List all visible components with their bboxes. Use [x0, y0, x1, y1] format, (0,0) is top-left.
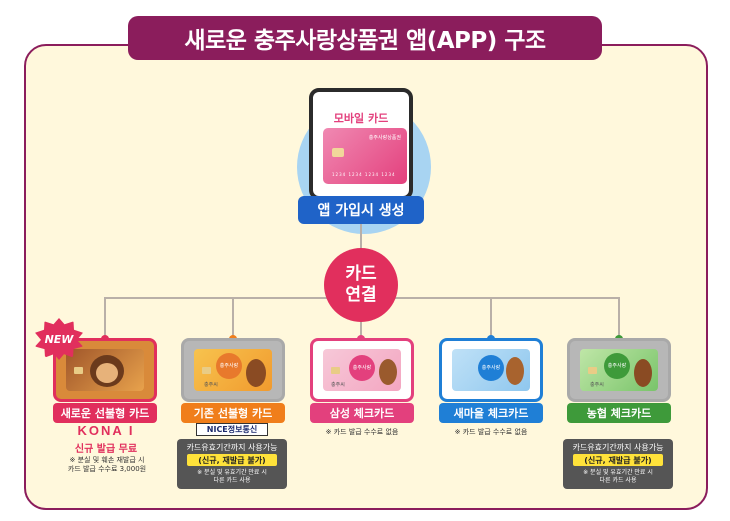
card-image-existing-prepaid: 충주사랑 충주씨	[181, 338, 285, 402]
card-badge-text: 충주사랑	[352, 365, 372, 371]
card-image-samsung: 충주사랑 충주씨	[310, 338, 414, 402]
app-signup-label: 앱 가입시 생성	[298, 196, 424, 224]
mobile-card-name: 충주사랑상품권	[368, 135, 401, 141]
character-face-icon	[96, 363, 118, 383]
samsung-note: ※ 카드 발급 수수료 없음	[325, 428, 399, 436]
connector-mid	[360, 320, 362, 338]
restriction-tag: (신규, 재발급 불가)	[187, 454, 277, 466]
existing-prepaid-notice: 카드유효기간까지 사용가능 (신규, 재발급 불가) ※ 분실 및 유효기간 만…	[177, 439, 287, 489]
free-issue-text: 신규 발급 무료	[74, 444, 138, 455]
note-line: 카드 발급 수수료 3,000원	[67, 465, 147, 473]
connector-drop-1	[104, 297, 106, 339]
nh-notice: 카드유효기간까지 사용가능 (신규, 재발급 불가) ※ 분실 및 유효기간 만…	[563, 439, 673, 489]
restriction-tag: (신규, 재발급 불가)	[573, 454, 663, 466]
saemaeul-card-art: 충주사랑	[452, 349, 530, 391]
note-line: ※ 분실 및 유효기간 만료 시	[197, 469, 267, 476]
character-icon	[246, 359, 266, 387]
card-image-nh: 충주사랑 충주씨	[567, 338, 671, 402]
kona-logo: KONA I	[77, 423, 135, 438]
card-badge: 충주사랑	[478, 355, 504, 381]
connector-drop-2	[232, 297, 234, 339]
note-line: ※ 분실 및 유효기간 만료 시	[583, 469, 653, 476]
connect-line1: 카드	[345, 264, 377, 284]
existing-prepaid-card-art: 충주사랑 충주씨	[194, 349, 272, 391]
connector-drop-5	[618, 297, 620, 339]
new-badge-text: NEW	[44, 332, 74, 346]
card-connect-node: 카드 연결	[324, 248, 398, 322]
validity-text: 카드유효기간까지 사용가능	[572, 443, 664, 452]
character-icon	[506, 357, 524, 385]
connect-line2: 연결	[345, 285, 377, 305]
card-badge: 충주사랑	[216, 353, 242, 379]
card-chip-icon	[588, 367, 597, 374]
card-brand-text: 충주씨	[204, 382, 218, 388]
card-badge: 충주사랑	[604, 353, 630, 379]
mobile-card-image: 충주사랑상품권 1234 1234 1234 1234	[323, 128, 407, 184]
character-icon	[634, 359, 652, 387]
nice-logo: NICE정보통신	[196, 423, 268, 436]
card-chip-icon	[74, 367, 83, 374]
connector-top	[360, 224, 362, 250]
label-existing-prepaid: 기존 선불형 카드	[181, 403, 285, 423]
title-banner: 새로운 충주사랑상품권 앱(APP) 구조	[128, 16, 602, 60]
card-badge-text: 충주사랑	[481, 365, 501, 371]
card-chip-icon	[331, 367, 340, 374]
card-image-saemaeul: 충주사랑	[439, 338, 543, 402]
character-icon	[379, 359, 397, 385]
card-chip-icon	[202, 367, 211, 374]
card-brand-text: 충주씨	[331, 382, 345, 388]
nh-card-art: 충주사랑 충주씨	[580, 349, 658, 391]
note-line: 다른 카드 사용	[213, 477, 251, 484]
note-line: 다른 카드 사용	[599, 477, 637, 484]
label-samsung: 삼성 체크카드	[310, 403, 414, 423]
card-badge: 충주사랑	[349, 355, 375, 381]
new-prepaid-card-art	[66, 349, 144, 391]
card-badge-text: 충주사랑	[607, 363, 627, 369]
phone-label: 모바일 카드	[333, 112, 389, 125]
label-nh: 농협 체크카드	[567, 403, 671, 423]
label-new-prepaid: 새로운 선불형 카드	[53, 403, 157, 423]
notice-note: ※ 분실 및 유효기간 만료 시 다른 카드 사용	[177, 469, 287, 485]
new-prepaid-note: ※ 분실 및 훼손 재발급 시 카드 발급 수수료 3,000원	[48, 456, 166, 474]
mobile-card-number: 1234 1234 1234 1234	[332, 172, 396, 177]
card-chip-icon	[332, 148, 344, 157]
label-saemaeul: 새마을 체크카드	[439, 403, 543, 423]
card-brand-text: 충주씨	[590, 382, 604, 388]
notice-note: ※ 분실 및 유효기간 만료 시 다른 카드 사용	[563, 469, 673, 485]
page-title: 새로운 충주사랑상품권 앱(APP) 구조	[184, 28, 546, 54]
note-line: ※ 분실 및 훼손 재발급 시	[69, 456, 145, 464]
phone-illustration: 모바일 카드 충주사랑상품권 1234 1234 1234 1234	[309, 88, 413, 200]
saemaeul-note: ※ 카드 발급 수수료 없음	[454, 428, 528, 436]
card-badge-text: 충주사랑	[219, 363, 239, 369]
connector-drop-4	[490, 297, 492, 339]
validity-text: 카드유효기간까지 사용가능	[186, 443, 278, 452]
samsung-card-art: 충주사랑 충주씨	[323, 349, 401, 391]
